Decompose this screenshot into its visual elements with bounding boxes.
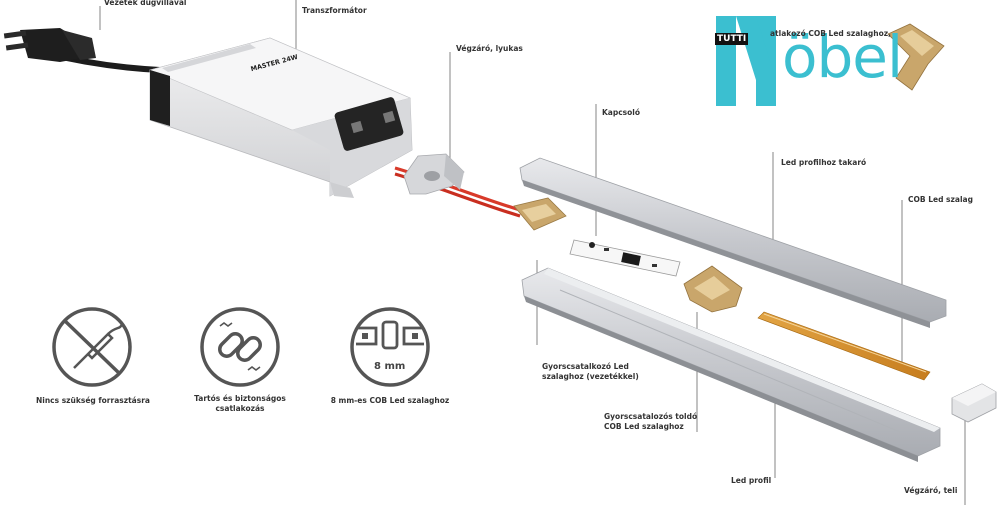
tutti-badge: TUTTI <box>715 33 749 45</box>
label-plug-cable: Vezeték dugvillával <box>104 0 187 7</box>
tutti-mobel-logo-mark <box>716 16 776 106</box>
label-cob-strip: COB Led szalag <box>908 195 973 204</box>
cob-led-strip <box>757 311 931 381</box>
corner-connector <box>887 23 945 91</box>
label-top-partial: atlakozó COB Led szalaghoz, <box>770 29 891 38</box>
transformer-unit <box>149 37 413 198</box>
label-transformer: Transzformátor <box>302 6 367 15</box>
label-profile: Led profil <box>731 476 772 485</box>
led-profile <box>521 267 941 462</box>
label-joiner-2: COB Led szalaghoz <box>604 422 684 431</box>
label-quick-connector-1: Gyorscsatalkozó Led <box>542 362 629 371</box>
caption-secure-1: Tartós és biztonságos <box>194 394 286 403</box>
switch-board <box>569 239 681 277</box>
profile-cover <box>519 157 947 328</box>
label-switch: Kapcsoló <box>602 108 641 117</box>
no-soldering-icon <box>52 307 132 387</box>
mobel-logo-text: öbel <box>782 23 903 91</box>
chain-link-icon <box>200 307 280 387</box>
label-end-cap-hole: Végzáró, lyukas <box>456 44 523 53</box>
icon-8mm-text: 8 mm <box>374 361 406 372</box>
quick-connector-cable <box>513 197 567 231</box>
strip-connector-icon <box>350 307 430 387</box>
label-joiner-1: Gyorscsatalozós toldó <box>604 412 698 421</box>
label-quick-connector-2: szalaghoz (vezetékkel) <box>542 372 639 381</box>
end-cap-full <box>951 383 997 423</box>
label-end-cap-full: Végzáró, teli <box>904 486 958 495</box>
plug-cable <box>3 28 161 73</box>
caption-8mm: 8 mm-es COB Led szalaghoz <box>330 396 450 405</box>
caption-no-soldering: Nincs szükség forrasztásra <box>36 396 150 405</box>
label-cover: Led profilhoz takaró <box>781 158 867 167</box>
caption-secure-2: csatlakozás <box>215 404 265 413</box>
strip-joiner <box>683 265 743 313</box>
end-cap-hole <box>403 153 465 195</box>
